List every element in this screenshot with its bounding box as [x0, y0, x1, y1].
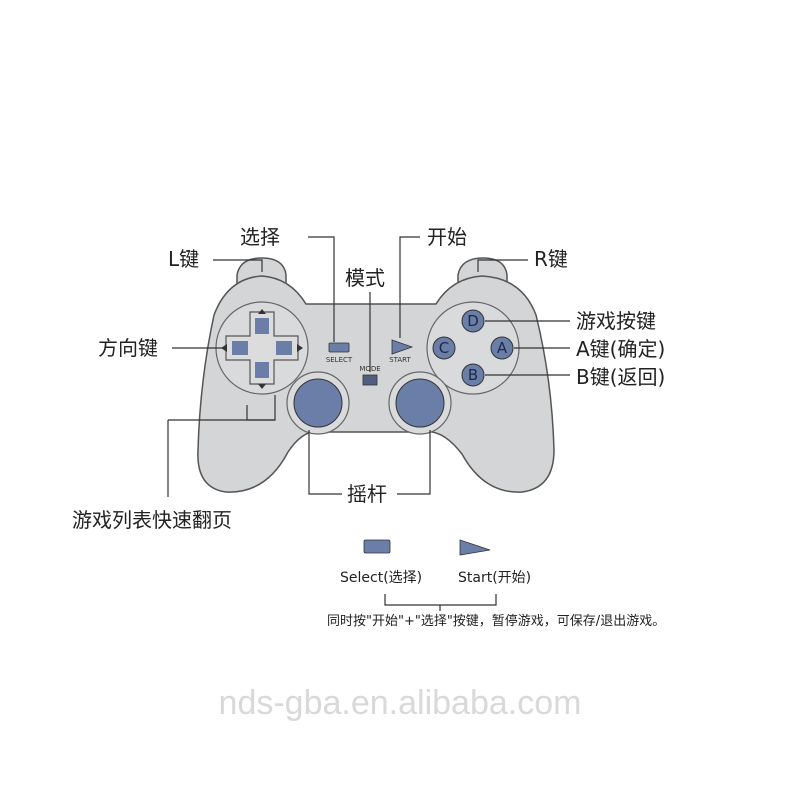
label-joystick: 摇杆: [347, 482, 387, 506]
legend-select-label: Select(选择): [340, 570, 422, 586]
button-c-letter: C: [439, 339, 449, 357]
legend-start-label: Start(开始): [458, 570, 531, 586]
mode-button: [363, 375, 377, 385]
label-a-key: A键(确定): [576, 337, 665, 361]
label-select: 选择: [240, 225, 280, 249]
button-a-letter: A: [497, 339, 508, 357]
label-mode: 模式: [345, 266, 385, 290]
button-b-letter: B: [468, 366, 478, 384]
joystick-left-leader: [309, 430, 342, 494]
legend-bracket: [385, 594, 496, 611]
dpad-right-key: [276, 341, 292, 355]
label-l-key: L键: [168, 247, 199, 271]
label-r-key: R键: [534, 247, 568, 271]
label-page-flip: 游戏列表快速翻页: [72, 508, 232, 532]
label-start: 开始: [427, 225, 467, 249]
legend-start-icon: [460, 540, 490, 555]
select-button-text: SELECT: [326, 356, 353, 364]
dpad-left-key: [232, 341, 248, 355]
label-game-keys: 游戏按键: [576, 309, 656, 333]
right-analog-stick: [396, 379, 444, 427]
dpad-up-key: [255, 318, 269, 334]
dpad-down-key: [255, 362, 269, 378]
button-d-letter: D: [467, 312, 479, 330]
label-dpad: 方向键: [98, 336, 158, 360]
legend-select-icon: [364, 540, 390, 553]
start-button-text: START: [389, 356, 411, 364]
select-button: [329, 343, 349, 352]
joystick-right-leader: [397, 430, 430, 494]
left-analog-stick: [294, 379, 342, 427]
label-b-key: B键(返回): [576, 365, 665, 389]
legend-note: 同时按"开始"+"选择"按键，暂停游戏，可保存/退出游戏。: [327, 613, 665, 629]
watermark: nds-gba.en.alibaba.com: [219, 684, 582, 722]
